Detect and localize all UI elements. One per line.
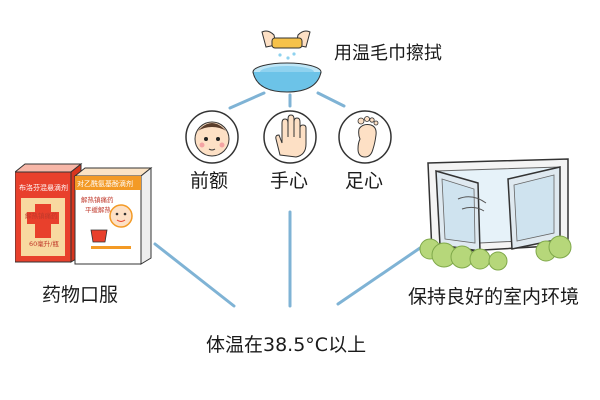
towel-basin-icon [252,30,322,93]
open-window-icon [419,158,572,271]
line-environment [336,246,422,306]
line-forehead [228,91,266,110]
body-part-palm: 手心 [270,170,309,192]
body-part-forehead: 前额 [190,170,229,192]
box2-line1: 解热镇痛药 [81,195,114,204]
line-sole [316,91,346,108]
medicine-method-label: 药物口服 [42,284,119,306]
medicine-boxes-icon: 布洛芬混悬滴剂 解热镇痛药 60毫升/瓶 对乙酰氨基酚滴剂 解热镇痛药 平缓解热 [15,162,153,265]
baby-face-icon [185,110,239,164]
body-part-sole: 足心 [345,170,384,192]
environment-method-label: 保持良好的室内环境 [408,286,580,308]
towel-method-label: 用温毛巾擦拭 [334,43,442,64]
box1-line2: 60毫升/瓶 [29,239,59,248]
fever-threshold-label: 体温在38.5°C以上 [206,334,367,356]
palm-icon [263,110,317,164]
line-medicine [153,242,236,308]
foot-sole-icon [338,110,392,164]
box1-line1: 解热镇痛药 [25,211,58,220]
box1-brand: 布洛芬混悬滴剂 [19,183,68,192]
box2-line2: 平缓解热 [85,205,112,214]
box2-brand: 对乙酰氨基酚滴剂 [77,179,133,188]
